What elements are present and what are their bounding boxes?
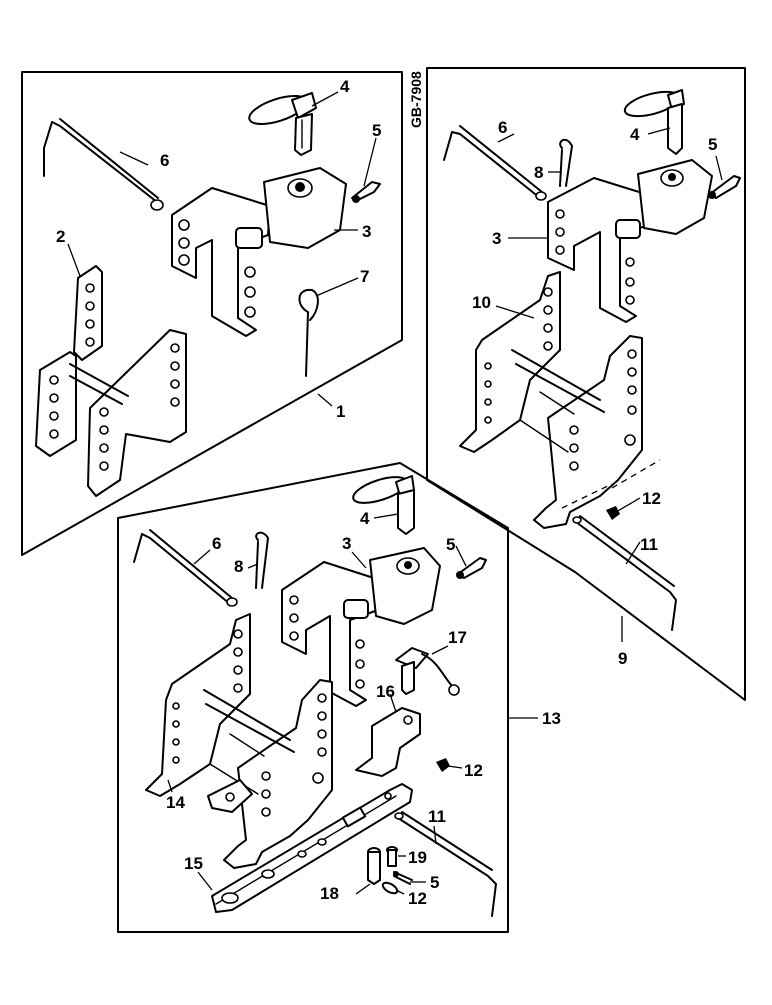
part-4-pin-panel-9	[623, 89, 685, 155]
part-12-nut-panel-13-top	[436, 758, 450, 772]
panel-label-9: 9	[618, 649, 627, 668]
callout-13-19: 19	[408, 848, 427, 867]
part-16-bracket-panel-13	[355, 707, 421, 777]
part-6-pin-panel-13	[133, 529, 238, 607]
leader-lines	[67, 91, 723, 895]
panel-label-13: 13	[542, 709, 561, 728]
part-10-frame-panel-9	[459, 271, 643, 529]
part-3-clevis-panel-1	[171, 167, 347, 337]
part-7-rclip-panel-1	[298, 288, 319, 377]
callout-1-7: 7	[360, 267, 369, 286]
part-2-frame-panel-1	[35, 265, 187, 497]
panel-13-outline	[117, 462, 509, 933]
callout-9-3: 3	[492, 229, 501, 248]
callout-1-2: 2	[56, 227, 65, 246]
part-15-drawbar-panel-13	[211, 783, 413, 913]
callout-13-8: 8	[234, 557, 243, 576]
callout-13-4: 4	[360, 509, 370, 528]
assembly-dashed-lines	[561, 459, 661, 509]
drawing-code: GB-7908	[408, 71, 424, 128]
svg-text:GB-7908: GB-7908	[408, 71, 424, 128]
callout-13-12b: 12	[408, 889, 427, 908]
panel-9-outline	[426, 67, 746, 701]
callout-9-10: 10	[472, 293, 491, 312]
callout-9-12: 12	[642, 489, 661, 508]
part-5-clip-panel-1	[351, 181, 381, 203]
callout-13-15: 15	[184, 854, 203, 873]
callout-9-11: 11	[640, 535, 658, 554]
callout-9-8: 8	[534, 163, 543, 182]
part-6-pin-panel-1	[43, 118, 164, 211]
part-17-pin-panel-13	[395, 647, 460, 696]
callout-9-6: 6	[498, 118, 507, 137]
part-5-clip-panel-13-bottom	[393, 871, 413, 885]
part-12-nut-panel-9	[606, 506, 620, 520]
callout-13-17: 17	[448, 628, 467, 647]
part-11-pin-panel-13	[394, 811, 497, 917]
callout-13-5b: 5	[430, 873, 439, 892]
part-6-pin-panel-9	[443, 125, 547, 201]
part-8-pin-panel-13	[255, 531, 269, 589]
callout-1-6: 6	[160, 151, 169, 170]
callout-13-6: 6	[212, 534, 221, 553]
callout-13-3: 3	[342, 534, 351, 553]
part-4-pin-panel-13	[352, 475, 415, 535]
callout-13-18: 18	[320, 884, 339, 903]
callout-13-11: 11	[428, 807, 446, 826]
part-12-washer-panel-13-bottom	[381, 881, 399, 895]
part-5-clip-panel-9	[708, 175, 741, 199]
callout-13-12a: 12	[464, 761, 483, 780]
callout-9-4: 4	[630, 125, 640, 144]
callout-13-14: 14	[166, 793, 185, 812]
panel-1-outline	[21, 71, 403, 556]
part-11-pin-panel-9	[572, 515, 677, 631]
callout-1-5: 5	[372, 121, 381, 140]
part-5-clip-panel-13-top	[456, 557, 487, 579]
part-18-pin-panel-13	[367, 847, 381, 885]
callout-1-4: 4	[340, 77, 350, 96]
part-3-clevis-panel-9	[547, 159, 713, 323]
part-19-bolt-panel-13	[386, 846, 398, 867]
callout-13-16: 16	[376, 682, 395, 701]
part-3-clevis-panel-13	[281, 547, 441, 707]
panel-label-1: 1	[336, 402, 345, 421]
part-8-pin-panel-9	[559, 138, 573, 187]
part-4-pin-panel-1	[248, 92, 317, 156]
callout-9-5: 5	[708, 135, 717, 154]
part-14-frame-panel-13	[145, 613, 333, 869]
callout-13-5a: 5	[446, 535, 455, 554]
callout-1-3: 3	[362, 222, 371, 241]
